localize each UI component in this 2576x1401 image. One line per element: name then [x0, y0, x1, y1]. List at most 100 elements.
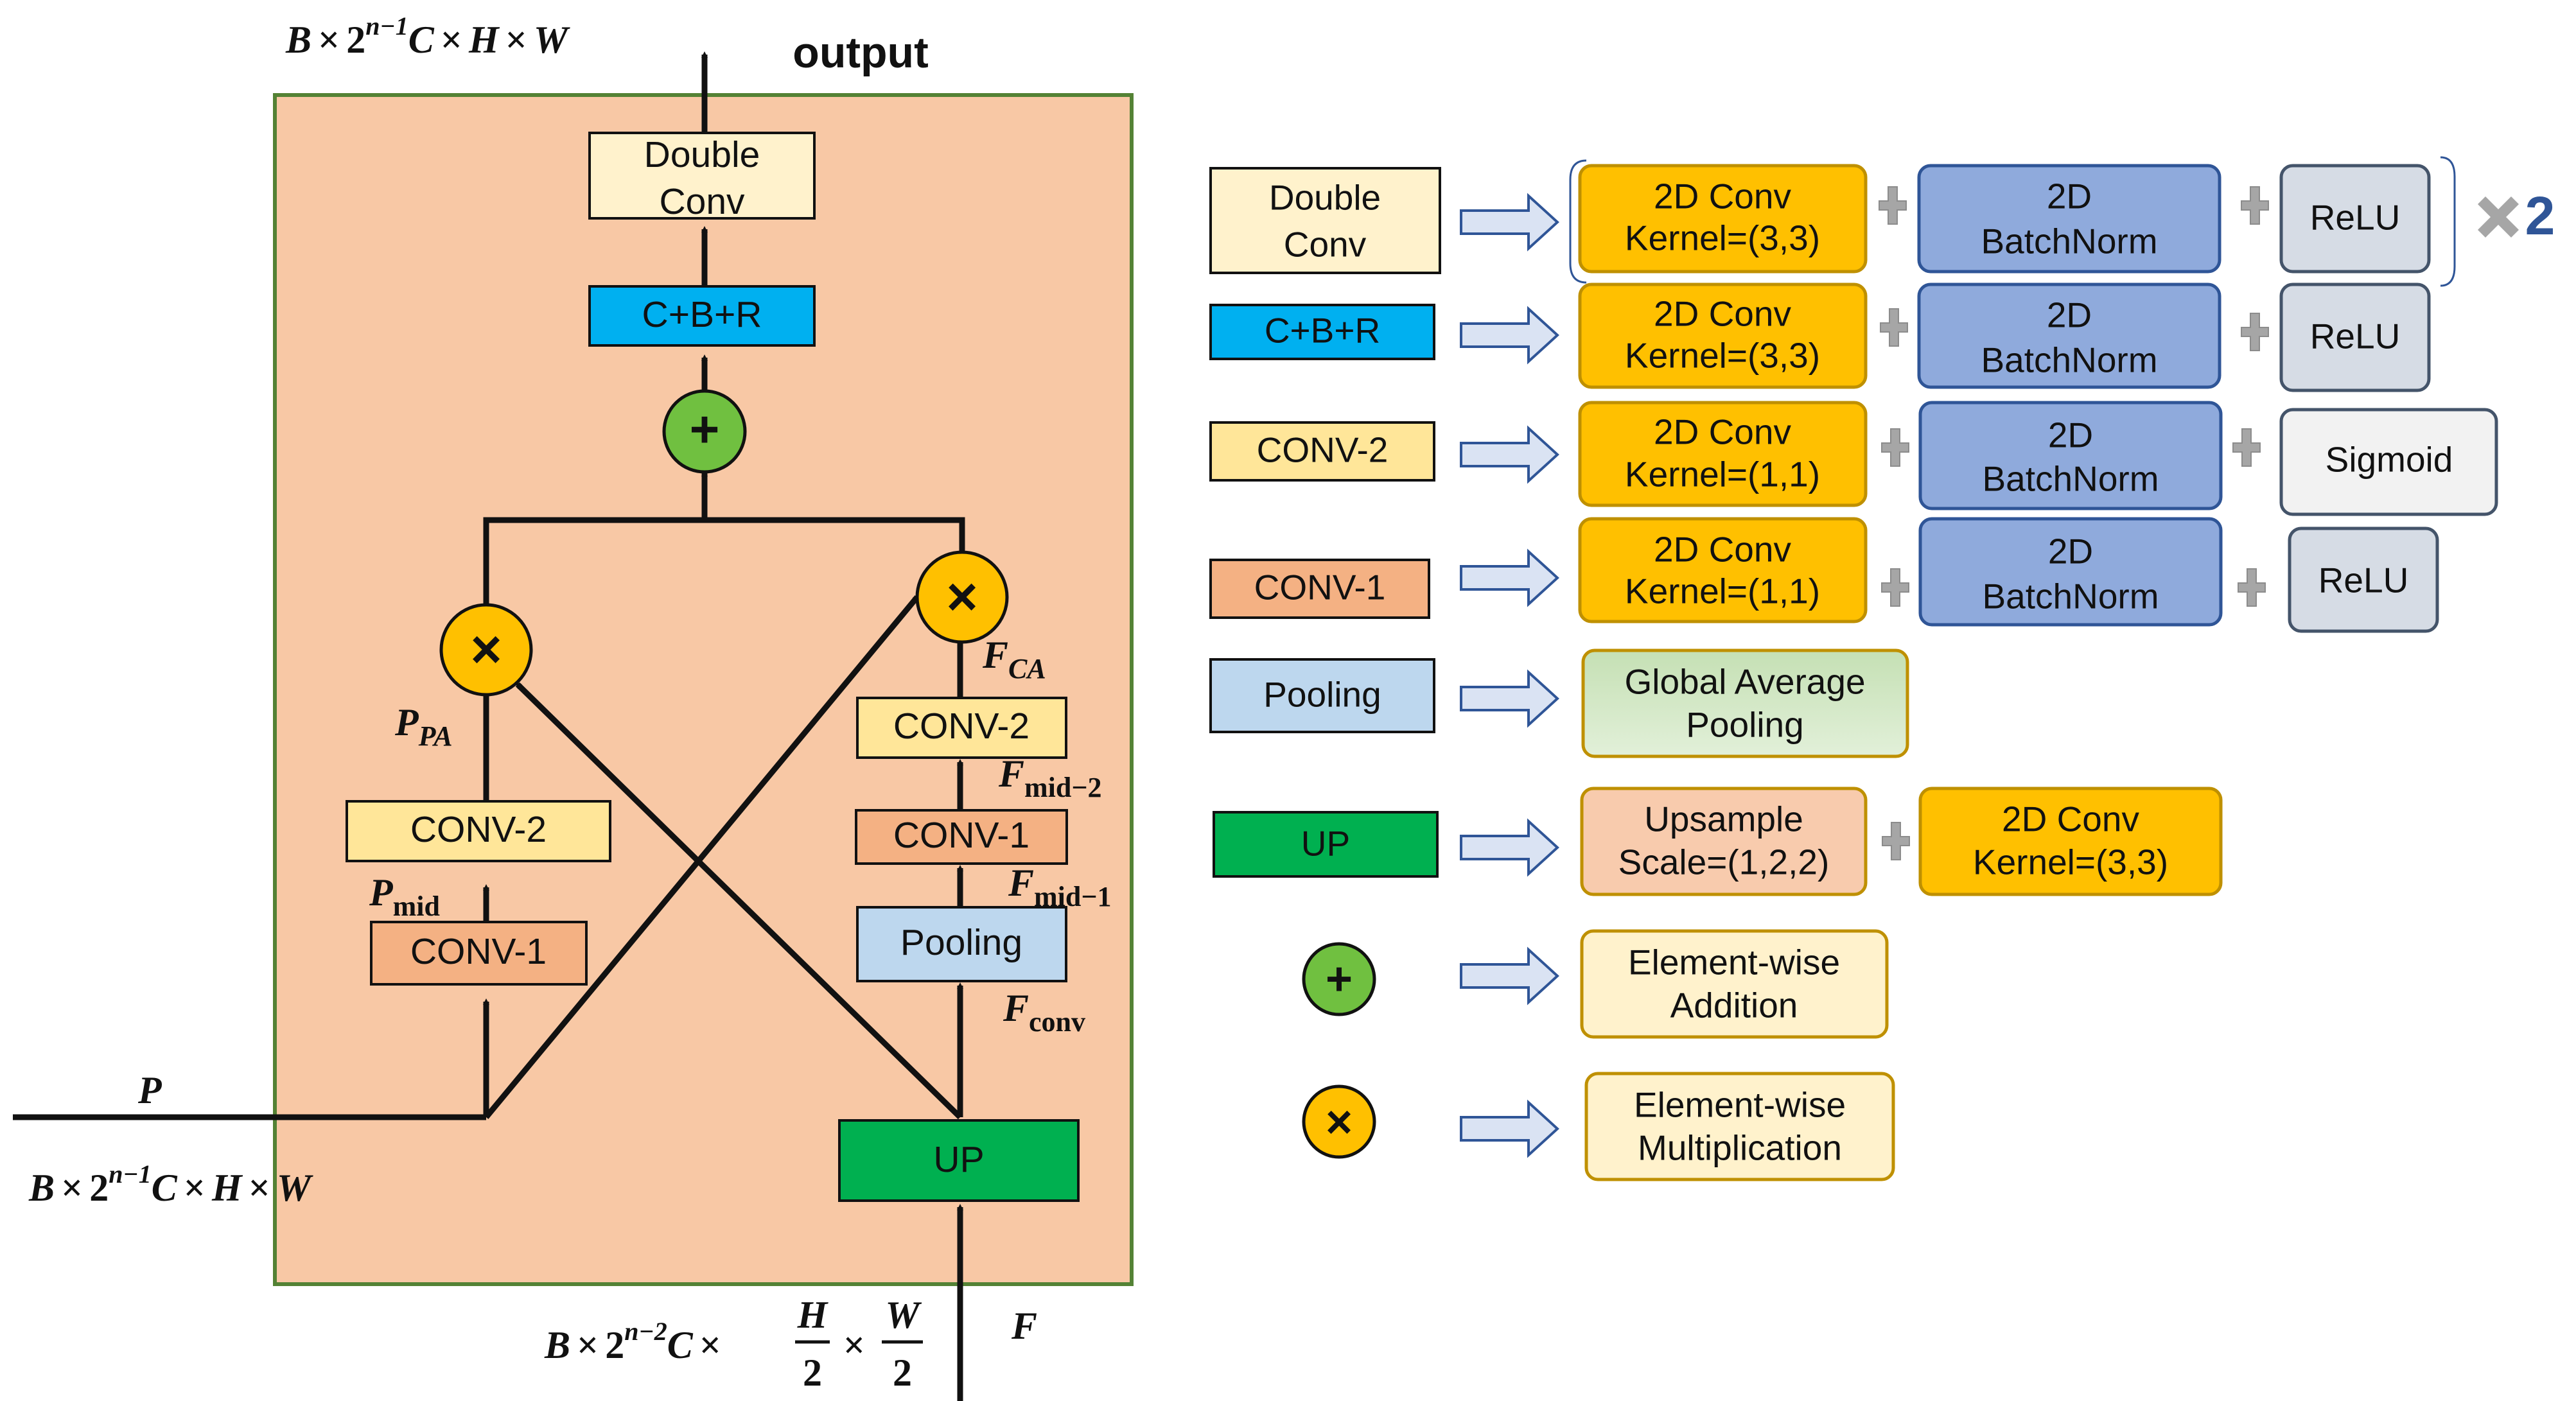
legend-pooling-label: Pooling [1209, 658, 1435, 733]
label-p-pa: PPA [394, 701, 453, 752]
svg-text:CONV-1: CONV-1 [410, 931, 547, 972]
svg-text:CONV-1: CONV-1 [893, 815, 1030, 856]
svg-text:Kernel=(1,1): Kernel=(1,1) [1625, 571, 1820, 611]
svg-text:Pooling: Pooling [900, 922, 1022, 963]
svg-text:2D: 2D [2047, 295, 2092, 335]
plus-icon [2232, 428, 2261, 467]
svg-text:ReLU: ReLU [2310, 198, 2401, 238]
svg-text:CONV-2: CONV-2 [1257, 430, 1389, 470]
svg-text:2D Conv: 2D Conv [1654, 412, 1791, 452]
svg-text:B×2n−2C×: B×2n−2C× [544, 1317, 721, 1366]
arrow-up-to-mul-left [515, 682, 963, 1120]
svg-text:2D Conv: 2D Conv [1654, 530, 1791, 570]
label-p-mid: Pmid [369, 871, 440, 922]
legend-add-symbol: + [1302, 942, 1376, 1016]
svg-text:Kernel=(3,3): Kernel=(3,3) [1625, 218, 1820, 258]
repeat-bracket-left [1569, 159, 1587, 284]
legend-row-cbr: 2D Conv Kernel=(3,3) 2D BatchNorm ReLU [1578, 283, 2431, 392]
double-conv-block: Double Conv [588, 132, 816, 222]
legend-double-conv-label: Double Conv [1209, 167, 1441, 274]
legend-up-label: UP [1213, 811, 1439, 878]
svg-text:BatchNorm: BatchNorm [1982, 577, 2159, 616]
legend-conv2-label: CONV-2 [1209, 421, 1435, 482]
output-dims-label: B×2n−1C×H×W [285, 12, 570, 61]
plus-icon [1882, 822, 1910, 860]
svg-text:2D: 2D [2048, 415, 2093, 455]
conv1-left-block: CONV-1 [370, 921, 588, 986]
up-block: UP [838, 1119, 1080, 1202]
label-f-mid1: Fmid−1 [1008, 862, 1111, 912]
pooling-block: Pooling [856, 906, 1067, 982]
legend-arrows [1460, 193, 1559, 1158]
svg-text:Upsample: Upsample [1644, 799, 1803, 839]
svg-text:Sigmoid: Sigmoid [2326, 440, 2453, 480]
svg-text:Kernel=(1,1): Kernel=(1,1) [1625, 455, 1820, 494]
arrow-right-icon [1460, 425, 1559, 484]
svg-text:CONV-2: CONV-2 [410, 809, 547, 850]
svg-text:Kernel=(3,3): Kernel=(3,3) [1625, 336, 1820, 376]
arrow-right-icon [1460, 1099, 1559, 1158]
plus-icon [2238, 568, 2266, 607]
connectors [13, 51, 965, 1401]
svg-text:CONV-1: CONV-1 [1254, 568, 1386, 607]
multiply-node-left: × [439, 603, 533, 697]
arrow-right-icon [1460, 669, 1559, 728]
cbr-block: C+B+R [588, 285, 816, 347]
svg-text:C+B+R: C+B+R [1265, 311, 1380, 351]
svg-text:Element-wise: Element-wise [1634, 1085, 1846, 1125]
svg-text:ReLU: ReLU [2310, 317, 2401, 356]
svg-text:+: + [1326, 953, 1353, 1005]
legend-row-pooling: Global Average Pooling [1581, 648, 1909, 758]
svg-text:W: W [885, 1294, 922, 1336]
arrow-right-icon [1460, 548, 1559, 607]
svg-text:Scale=(1,2,2): Scale=(1,2,2) [1618, 842, 1830, 882]
plus-icon [1881, 428, 1909, 467]
svg-text:UP: UP [933, 1139, 984, 1180]
svg-text:Element-wise: Element-wise [1628, 943, 1840, 982]
f-dims-label: B×2n−2C× H 2 × W 2 [544, 1294, 923, 1394]
repeat-bracket-right [2440, 156, 2456, 287]
legend-mul-symbol: × [1302, 1084, 1376, 1159]
legend-row-add: Element-wise Addition [1580, 929, 1889, 1039]
legend-row-conv2: 2D Conv Kernel=(1,1) 2D BatchNorm Sigmoi… [1578, 401, 2498, 516]
output-label: output [793, 28, 928, 77]
svg-text:C+B+R: C+B+R [642, 294, 762, 335]
svg-text:UP: UP [1301, 824, 1350, 864]
plus-icon [1879, 186, 1907, 225]
arrow-right-icon [1460, 306, 1559, 365]
svg-text:2D: 2D [2047, 177, 2092, 216]
arrow-p-to-mul-right [484, 595, 920, 1119]
add-node: + [662, 389, 747, 474]
svg-text:Conv: Conv [1284, 225, 1367, 265]
svg-text:2: 2 [2525, 186, 2555, 246]
svg-text:2D Conv: 2D Conv [2002, 799, 2139, 839]
label-f: F [1011, 1305, 1037, 1347]
times-icon [2478, 196, 2519, 238]
repeat-times-marker: 2 [2478, 186, 2555, 246]
svg-text:2D: 2D [2048, 532, 2093, 571]
svg-text:Double: Double [1269, 178, 1381, 218]
label-p: P [137, 1069, 162, 1111]
legend-row-mul: Element-wise Multiplication [1584, 1072, 1895, 1181]
svg-text:+: + [690, 401, 720, 458]
label-f-ca: FCA [982, 634, 1046, 684]
svg-text:Double: Double [644, 134, 760, 175]
svg-text:Conv: Conv [659, 181, 745, 222]
label-f-mid2: Fmid−2 [998, 753, 1101, 803]
conv2-left-block: CONV-2 [346, 800, 611, 862]
conv2-right-block: CONV-2 [856, 697, 1067, 759]
p-dims-label: B×2n−1C×H×W [28, 1160, 313, 1209]
legend-row-conv1: 2D Conv Kernel=(1,1) 2D BatchNorm ReLU [1578, 517, 2439, 633]
arrow-right-icon [1460, 193, 1559, 252]
svg-text:BatchNorm: BatchNorm [1982, 459, 2159, 499]
svg-text:2D Conv: 2D Conv [1654, 177, 1791, 216]
svg-text:BatchNorm: BatchNorm [1981, 340, 2157, 380]
svg-text:×: × [470, 619, 502, 679]
plus-icon [2241, 313, 2269, 351]
svg-text:2: 2 [893, 1352, 912, 1394]
svg-text:Multiplication: Multiplication [1638, 1128, 1842, 1168]
arrow-right-icon [1460, 818, 1559, 877]
legend-row-double-conv: 2D Conv Kernel=(3,3) 2D BatchNorm ReLU [1578, 164, 2431, 274]
svg-text:2D Conv: 2D Conv [1654, 294, 1791, 334]
